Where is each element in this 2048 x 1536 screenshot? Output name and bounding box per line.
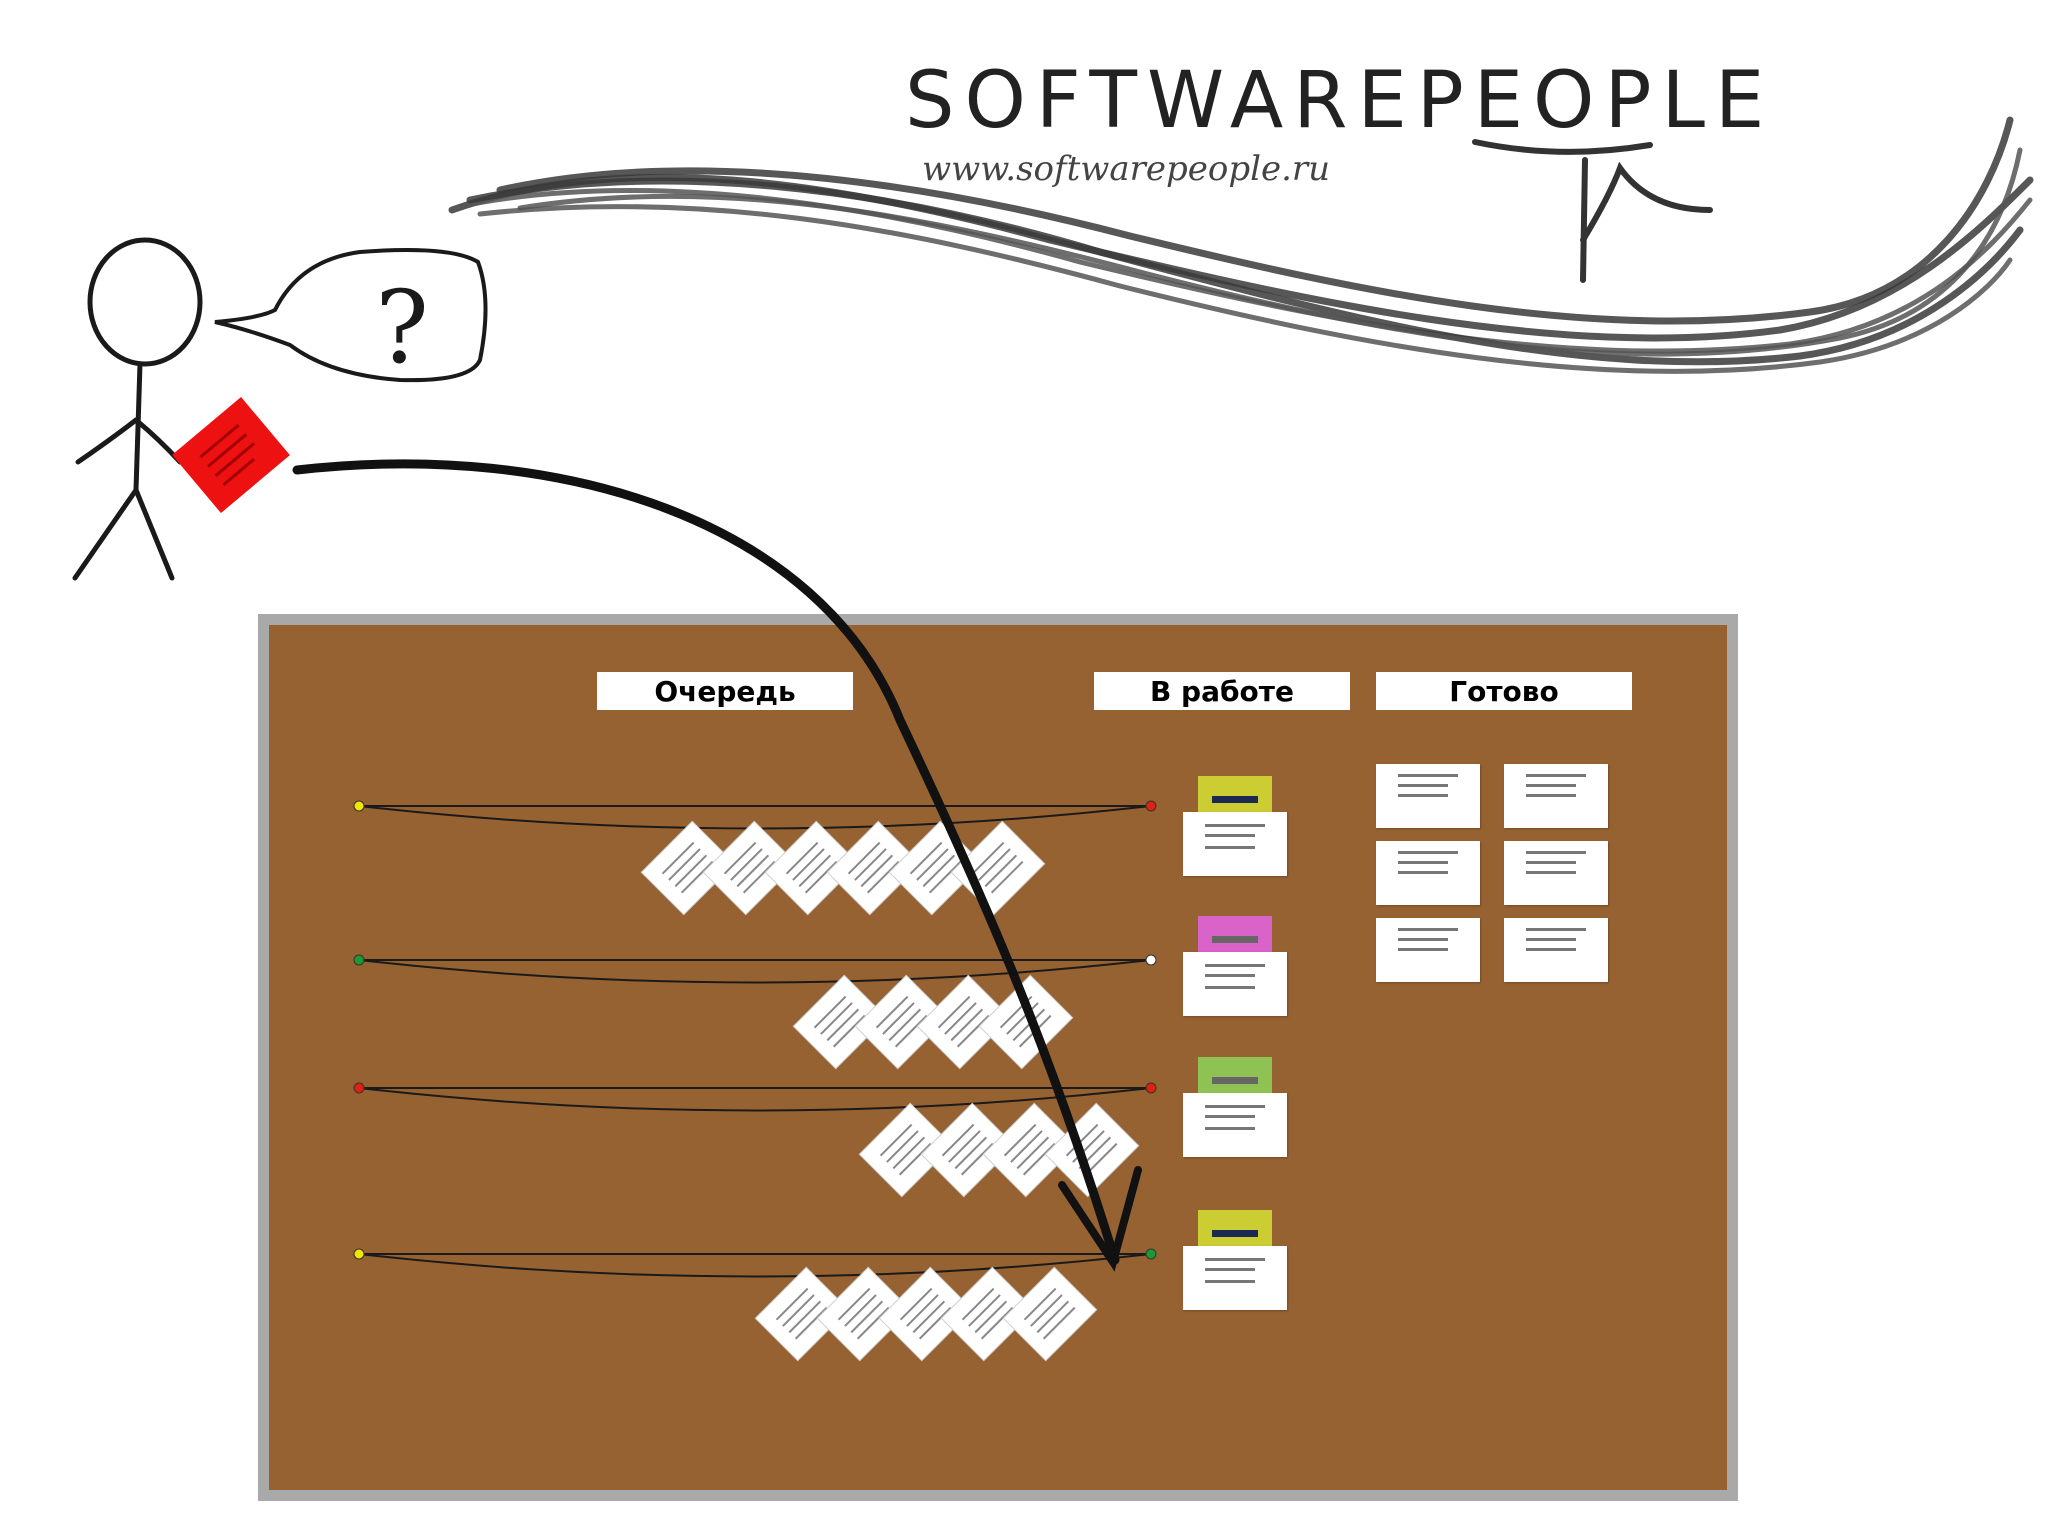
swoosh-stroke — [496, 116, 2014, 325]
column-header-queue: Очередь — [597, 672, 853, 710]
queue-card — [640, 820, 736, 916]
queue-card — [940, 1266, 1036, 1362]
speech-bubble: ? — [214, 248, 488, 386]
column-header-in-progress: В работе — [1094, 672, 1350, 710]
queue-card — [764, 820, 860, 916]
wip-tag — [1198, 916, 1272, 954]
queue-card — [1002, 1266, 1098, 1362]
lane-pin-right — [1145, 1248, 1157, 1260]
pencil-swoosh-decoration — [448, 116, 2034, 374]
lane-pin-right — [1145, 800, 1157, 812]
done-card — [1504, 918, 1608, 982]
lane-string — [358, 1087, 1152, 1112]
column-header-done: Готово — [1376, 672, 1632, 710]
queue-card — [858, 1102, 954, 1198]
in-progress-card — [1183, 1246, 1287, 1310]
done-card — [1504, 764, 1608, 828]
queue-card — [978, 974, 1074, 1070]
arrow-head — [1058, 1166, 1142, 1272]
queue-card — [920, 1102, 1016, 1198]
lane-string — [358, 959, 1152, 984]
wip-tag — [1198, 776, 1272, 814]
queue-card — [816, 1266, 912, 1362]
done-card — [1376, 764, 1480, 828]
swoosh-stroke — [477, 204, 2013, 374]
kanban-board — [258, 614, 1738, 1501]
queue-card — [878, 1266, 974, 1362]
queue-card — [916, 974, 1012, 1070]
queue-card — [702, 820, 798, 916]
queue-card — [854, 974, 950, 1070]
done-card — [1504, 841, 1608, 905]
lane-string — [358, 1253, 1152, 1278]
swoosh-stroke — [517, 147, 2023, 357]
lane-pin-left — [353, 1082, 365, 1094]
lane-pin-right — [1145, 954, 1157, 966]
arrow-shaft — [292, 459, 1120, 1265]
in-progress-card — [1183, 1093, 1287, 1157]
logo-wordmark: SOFTWAREPEOPLE — [905, 56, 1775, 146]
lane-pin-left — [353, 1248, 365, 1260]
lane-pin-left — [353, 800, 365, 812]
queue-card — [754, 1266, 850, 1362]
wip-tag — [1198, 1057, 1272, 1095]
held-task-card-icon — [172, 396, 290, 514]
stick-figure-head — [87, 237, 203, 367]
done-card — [1376, 918, 1480, 982]
queue-card — [826, 820, 922, 916]
queue-card — [982, 1102, 1078, 1198]
logo-figure-mark — [1472, 139, 1713, 283]
in-progress-card — [1183, 952, 1287, 1016]
question-mark: ? — [375, 269, 429, 386]
logo-url: www.softwarepeople.ru — [922, 149, 1331, 189]
lane-pin-left — [353, 954, 365, 966]
lane-pin-right — [1145, 1082, 1157, 1094]
in-progress-card — [1183, 812, 1287, 876]
queue-card — [792, 974, 888, 1070]
wip-tag — [1198, 1210, 1272, 1248]
swoosh-stroke — [466, 177, 2024, 366]
done-card — [1376, 841, 1480, 905]
